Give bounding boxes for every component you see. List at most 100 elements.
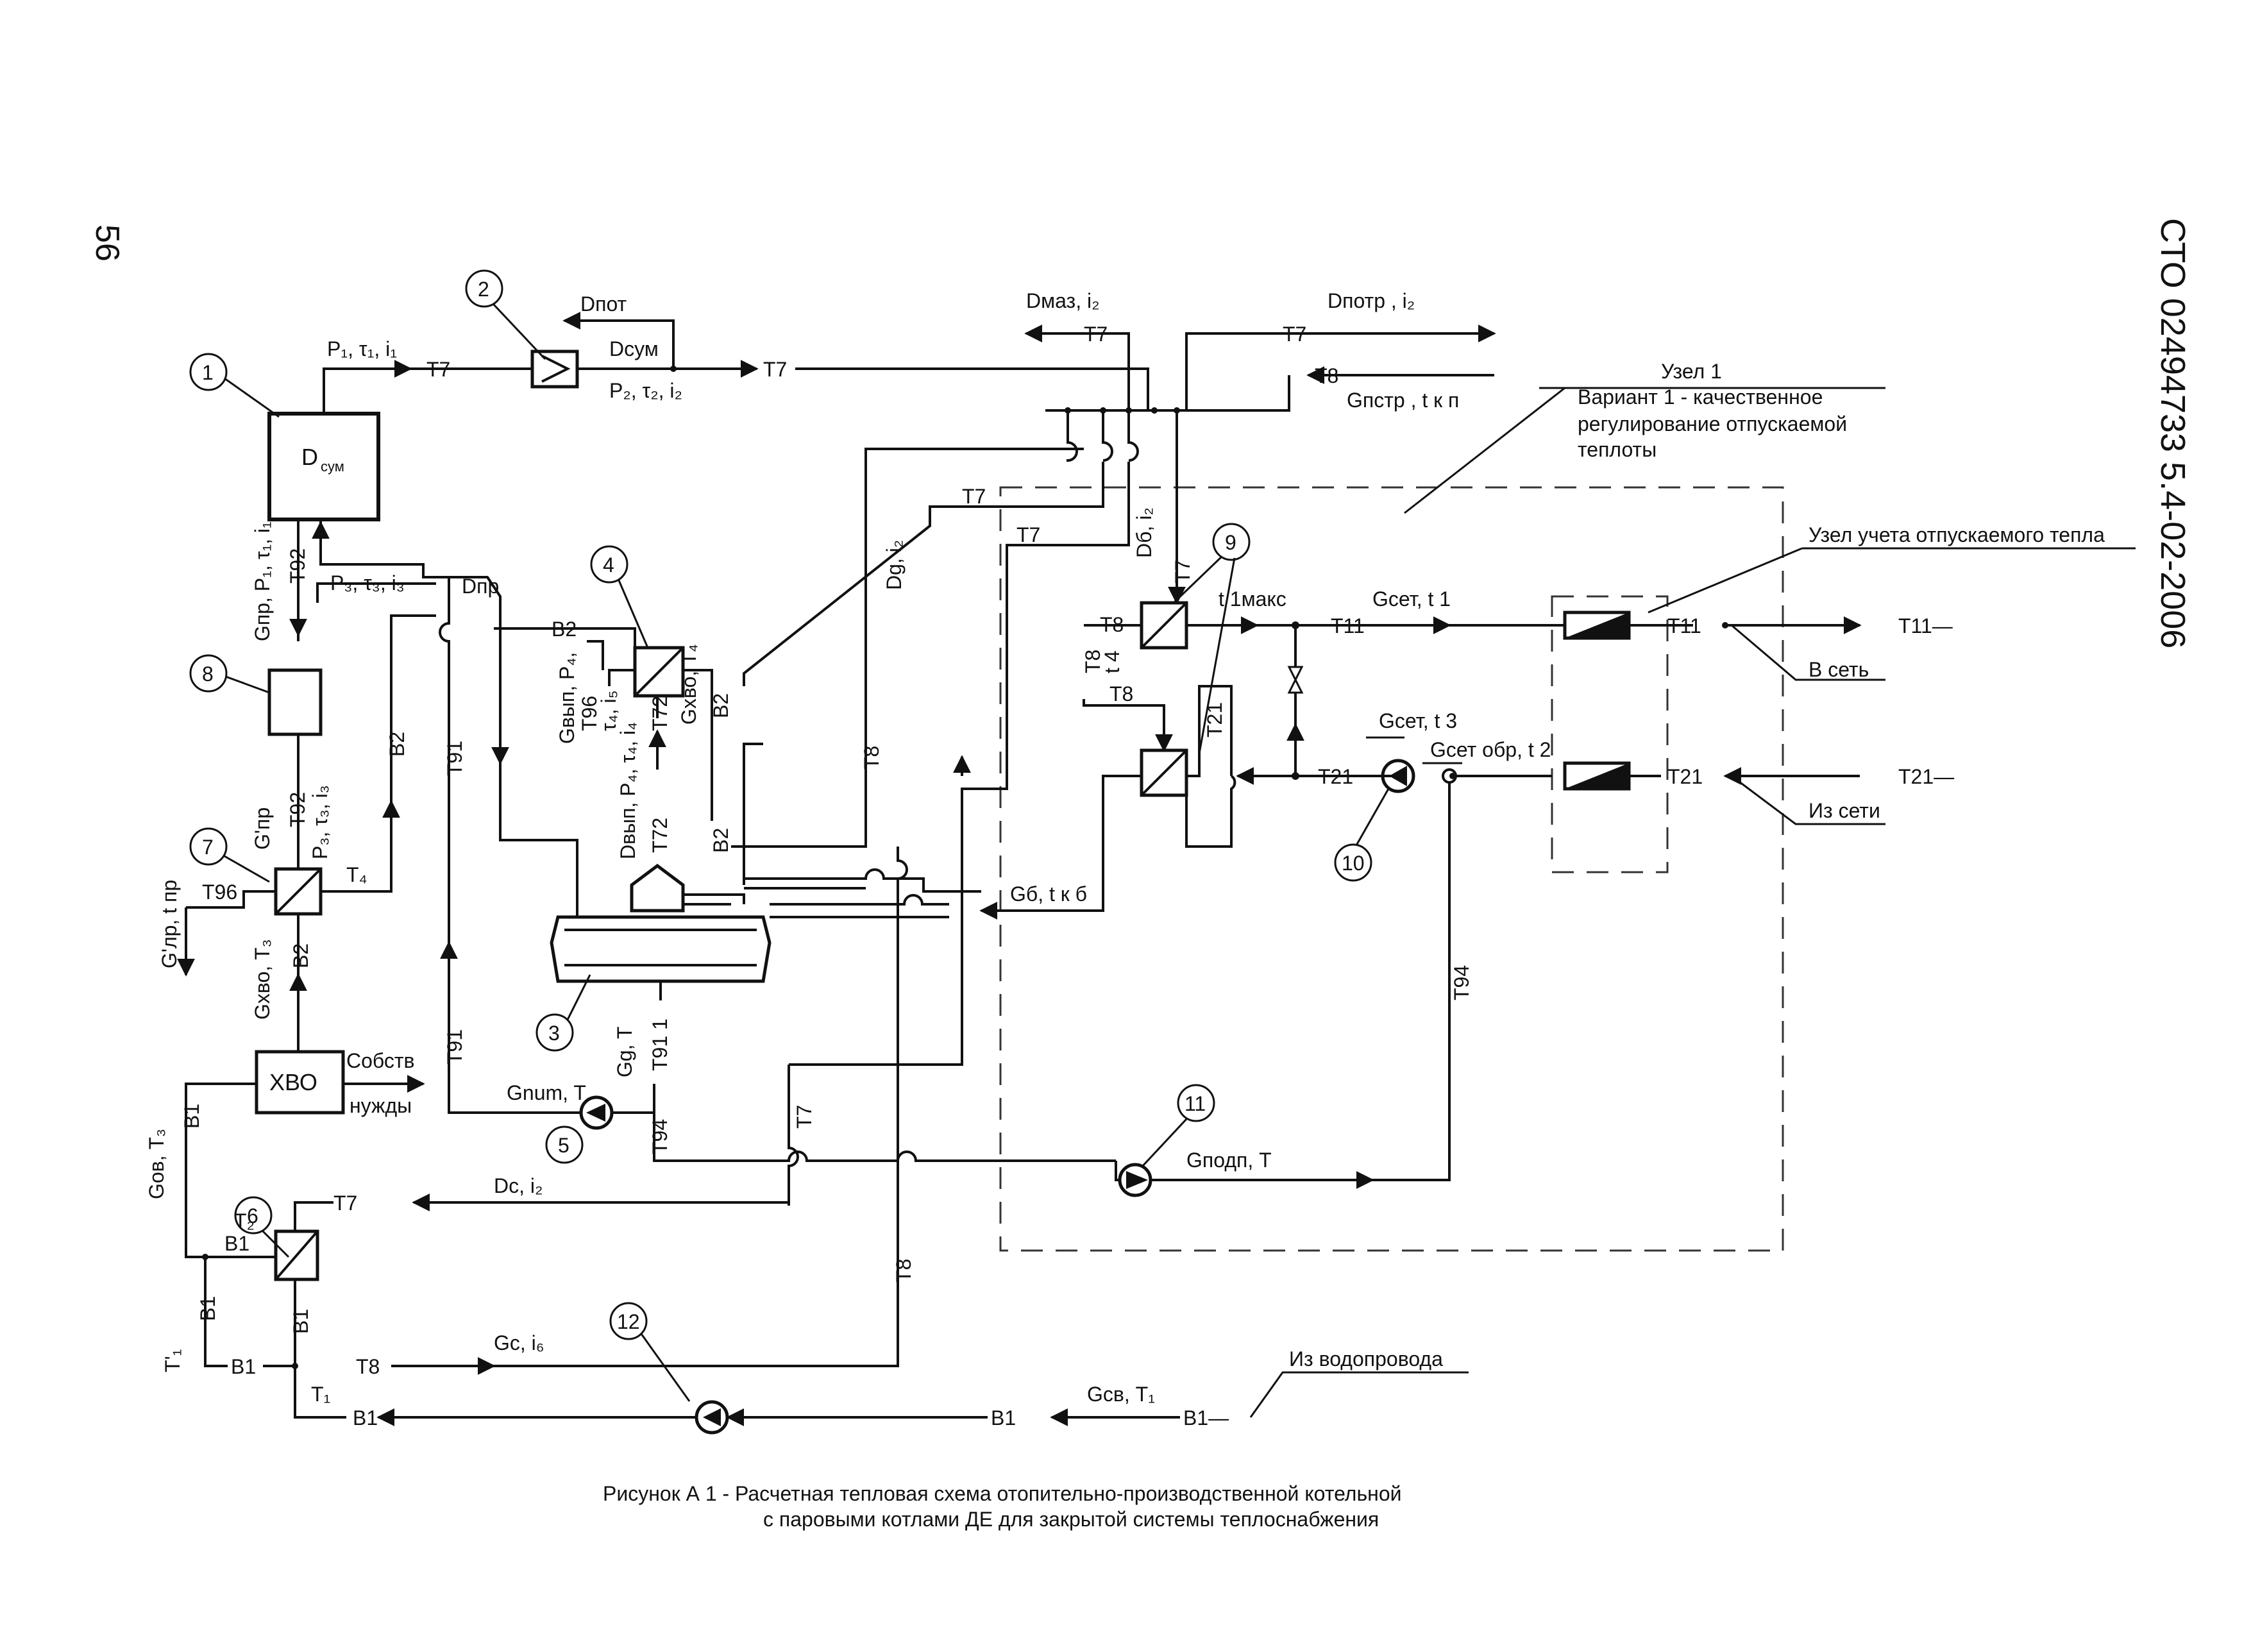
- label-t11-out: T11—: [1898, 614, 1953, 637]
- svg-text:3: 3: [548, 1022, 560, 1045]
- label-b2-top: B2: [552, 618, 577, 641]
- pump-icon: [579, 1095, 614, 1130]
- label-t7-dmaz: T7: [1084, 323, 1108, 346]
- svg-text:12: 12: [617, 1310, 640, 1333]
- label-t21-right: T21: [1667, 765, 1703, 788]
- label-d-sum: Dсум: [609, 337, 659, 360]
- label-t2: T₂: [234, 1210, 255, 1233]
- svg-text:1: 1: [202, 361, 214, 384]
- unit-1-variant-1: Вариант 1 - качественное: [1578, 385, 1823, 409]
- label-d-vyp: Dвып, P₄, τ₄, i₄: [616, 722, 639, 859]
- svg-text:9: 9: [1225, 531, 1236, 554]
- svg-text:8: 8: [202, 662, 214, 686]
- label-g-num-t: Gnum, T: [507, 1081, 586, 1104]
- label-t21-left: T21: [1318, 765, 1353, 788]
- throttle-valve-icon: [530, 350, 579, 389]
- label-p3-left: P₃, τ₃, i₃: [308, 785, 332, 859]
- label-b1-a: B1: [180, 1104, 203, 1129]
- node-2: 2: [465, 269, 503, 308]
- from-water-supply-label: Из водопровода: [1289, 1347, 1443, 1370]
- metering-label: Узел учета отпускаемого тепла: [1809, 523, 2105, 546]
- svg-text:2: 2: [478, 278, 489, 301]
- svg-text:10: 10: [1342, 852, 1365, 875]
- label-t72-b: T72: [648, 818, 671, 853]
- label-t7-right: T7: [1016, 523, 1040, 546]
- valve-icon: [1287, 666, 1304, 694]
- label-t21-in: T21—: [1898, 765, 1954, 788]
- node-3: 3: [535, 1013, 574, 1052]
- label-b1-d: B1: [231, 1355, 256, 1378]
- deaerator-icon: [550, 863, 772, 983]
- pump-icon: [695, 1400, 729, 1435]
- label-g-pr-p1: Gпр, P₁, τ₁, i₁: [251, 521, 274, 641]
- own-needs-1: Собств: [346, 1049, 415, 1072]
- separator-block: [267, 668, 323, 736]
- label-g-pstr: Gпстр , t к п: [1347, 389, 1459, 412]
- label-t72-a: T72: [648, 696, 671, 731]
- unit-1-variant-2: регулирование отпускаемой: [1578, 412, 1847, 435]
- label-t7-db: T7: [1171, 560, 1194, 584]
- node-5: 5: [545, 1125, 584, 1164]
- label-b1-g: B1: [991, 1406, 1016, 1429]
- heat-exchanger-icon: [1140, 601, 1188, 650]
- label-t21-he: T21: [1203, 702, 1226, 738]
- label-d-potr: Dпотр , i₂: [1328, 289, 1415, 312]
- label-t96-mid: T96: [578, 696, 601, 731]
- label-p2-tau2-i2: P₂, τ₂, i₂: [609, 379, 682, 402]
- node-9: 9: [1212, 523, 1251, 561]
- metering-boundary: [1551, 595, 1669, 873]
- label-t11-left: T11: [1331, 614, 1365, 637]
- label-t4: T₄: [346, 863, 367, 886]
- label-g-set-obr: Gсет обр, t 2: [1430, 738, 1551, 761]
- label-g-pr-prime: G'пр: [251, 807, 274, 850]
- label-g-sv-t1: Gсв, T₁: [1087, 1383, 1155, 1406]
- label-tau4-i5: τ₄, i₅: [597, 691, 620, 731]
- label-t8-vert: T8: [860, 746, 883, 770]
- heat-exchanger-icon: [633, 646, 685, 698]
- label-t91-high: T91: [443, 741, 466, 776]
- label-t4-small: t 4: [1100, 650, 1124, 673]
- heat-exchanger-icon: [1140, 748, 1188, 797]
- page-number: 56: [89, 224, 126, 262]
- label-t7-top-a: T7: [426, 358, 450, 381]
- node-7: 7: [189, 827, 228, 866]
- label-g-set-t1: Gсет, t 1: [1372, 587, 1451, 611]
- unit-1-variant-3: теплоты: [1578, 438, 1657, 461]
- label-g-lpr: G'лр, t пр: [158, 880, 181, 968]
- node-8: 8: [189, 654, 228, 693]
- label-b2-left: B2: [385, 732, 409, 757]
- label-g-ov-t3: Gов, T₃: [145, 1129, 168, 1199]
- label-t1-prime: T'₁: [161, 1349, 184, 1372]
- label-b2-low: B2: [709, 828, 732, 853]
- heat-exchanger-icon: [274, 867, 323, 916]
- label-g-xvo-t3: Gхво, T₃: [251, 939, 274, 1020]
- boiler-label: D: [301, 444, 318, 470]
- unit-1-title: Узел 1: [1661, 360, 1722, 383]
- label-t8-t4: T8: [1081, 650, 1104, 673]
- heat-exchanger-icon: [274, 1229, 319, 1281]
- svg-text:11: 11: [1185, 1092, 1206, 1115]
- node-6: 6: [234, 1196, 273, 1235]
- document-code: СТО 02494733 5.4-02-2006: [2154, 218, 2192, 648]
- label-d-pot: Dпот: [580, 292, 627, 316]
- label-t7-dpotr: T7: [1283, 323, 1306, 346]
- svg-text:4: 4: [603, 553, 614, 577]
- label-b1-f: B1: [353, 1406, 378, 1429]
- label-t94-left: T94: [648, 1119, 671, 1154]
- node-11: 11: [1177, 1084, 1215, 1122]
- label-b1-in: B1—: [1183, 1406, 1229, 1429]
- label-t94-right: T94: [1450, 965, 1473, 1000]
- label-b2-mid: B2: [709, 693, 732, 718]
- label-t1maks: t 1макс: [1219, 587, 1286, 611]
- water-treatment-block: [255, 1050, 345, 1115]
- node-1: 1: [189, 353, 228, 391]
- label-t11-right: T11: [1667, 614, 1701, 637]
- label-t92-low: T92: [286, 792, 309, 827]
- to-network-label: В сеть: [1809, 658, 1869, 681]
- label-t91-low: T91: [443, 1029, 466, 1065]
- label-t7-top-b: T7: [763, 358, 787, 381]
- label-b1-e: B1: [289, 1309, 312, 1334]
- label-t8-low: T8: [1109, 682, 1133, 705]
- label-d-maz: Dмаз, i₂: [1026, 289, 1100, 312]
